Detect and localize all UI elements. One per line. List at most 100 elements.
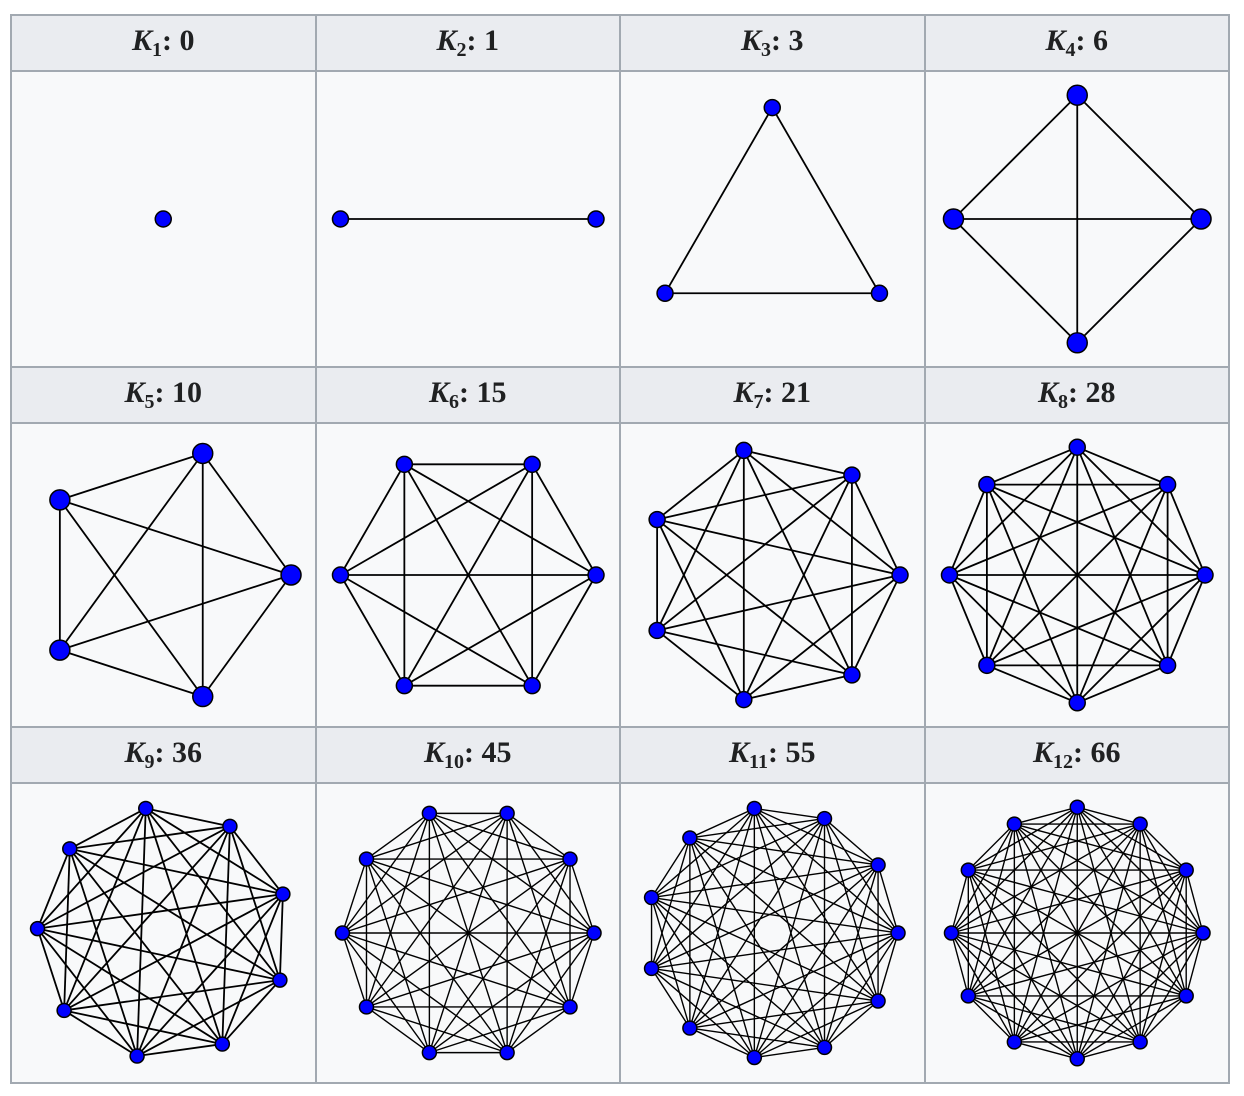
graph-vertex bbox=[1195, 566, 1214, 584]
graph-edge bbox=[985, 484, 1168, 667]
graph-edge bbox=[339, 464, 405, 576]
graph-vertex bbox=[1069, 1051, 1085, 1067]
graph-vertex bbox=[1177, 988, 1194, 1004]
graph-edge bbox=[650, 897, 755, 1059]
graph-k12 bbox=[943, 799, 1211, 1067]
graph-vertex bbox=[1131, 816, 1148, 832]
graph-edge bbox=[948, 483, 1168, 576]
graph-vertex bbox=[1069, 799, 1085, 816]
graph-edge bbox=[1076, 807, 1141, 1043]
graph-edge bbox=[689, 1027, 825, 1049]
graph-edge bbox=[568, 858, 595, 934]
graph-vertex bbox=[648, 621, 666, 640]
graph-edge bbox=[824, 1000, 879, 1049]
graph-vertex bbox=[395, 455, 413, 474]
graph-edge bbox=[656, 629, 853, 676]
graph-edge bbox=[948, 446, 1078, 576]
graph-edge bbox=[656, 574, 901, 632]
graph-edge bbox=[1076, 806, 1140, 825]
graph-edge bbox=[967, 824, 1015, 997]
graph-edge bbox=[950, 932, 1015, 1043]
graph-edge bbox=[753, 818, 826, 1058]
graph-edge bbox=[754, 1046, 825, 1059]
cell-k1 bbox=[10, 70, 317, 368]
graph-edge bbox=[651, 864, 879, 970]
graph-edge bbox=[341, 932, 367, 1008]
graph-vertex bbox=[1066, 332, 1088, 354]
graph-edge bbox=[948, 574, 988, 666]
graph-vertex bbox=[960, 988, 976, 1004]
graph-vertex bbox=[977, 656, 996, 675]
graph-edge bbox=[145, 807, 284, 896]
graph-edge bbox=[1139, 995, 1187, 1043]
graph-edge bbox=[1076, 218, 1202, 344]
graph-edge bbox=[689, 837, 756, 1058]
graph-edge bbox=[37, 927, 281, 982]
graph-vertex bbox=[643, 889, 660, 906]
graph-edge bbox=[505, 813, 571, 1008]
graph-edge bbox=[506, 812, 570, 860]
graph-edge bbox=[136, 893, 284, 1057]
graph-edge bbox=[689, 1000, 879, 1029]
graph-edge bbox=[771, 107, 881, 294]
graph-vertex bbox=[129, 1048, 145, 1064]
graph-edge bbox=[1076, 1041, 1140, 1060]
graph-edge bbox=[753, 808, 899, 934]
graph-vertex bbox=[498, 805, 515, 822]
graph-vertex bbox=[816, 810, 833, 827]
graph-edge bbox=[689, 837, 879, 866]
graph-edge bbox=[651, 967, 825, 1049]
graph-edge bbox=[950, 869, 1186, 934]
header-k4: K4: 6 bbox=[923, 13, 1230, 73]
graph-edge bbox=[1013, 1041, 1077, 1060]
graph-edge bbox=[59, 499, 204, 698]
graph-edge bbox=[743, 574, 901, 701]
graph-vertex bbox=[49, 489, 71, 511]
graph-vertex bbox=[891, 566, 909, 584]
graph-edge bbox=[63, 1009, 223, 1046]
graph-k8 bbox=[940, 438, 1214, 712]
graph-vertex bbox=[1068, 438, 1086, 457]
graph-vertex bbox=[586, 566, 605, 584]
graph-edge bbox=[967, 995, 1015, 1043]
graph-vertex bbox=[586, 210, 605, 228]
graph-vertex bbox=[62, 841, 78, 857]
graph-edge bbox=[656, 474, 853, 521]
header-k5: K5: 10 bbox=[10, 365, 317, 425]
graph-edge bbox=[136, 808, 147, 1057]
graph-edge bbox=[986, 574, 1205, 667]
graph-row bbox=[10, 70, 1230, 368]
graph-vertex bbox=[682, 1020, 698, 1036]
graph-edge bbox=[341, 858, 570, 934]
graph-edge bbox=[651, 897, 899, 934]
graph-vertex bbox=[561, 851, 578, 867]
graph-vertex bbox=[334, 925, 350, 941]
graph-k10 bbox=[334, 805, 602, 1061]
graph-edge bbox=[37, 825, 231, 930]
complete-graphs-table: K1: 0 K2: 1 K3: 3 K4: 6 K5: 10 K6: 15 K7… bbox=[10, 13, 1230, 1084]
graph-vertex bbox=[843, 466, 861, 484]
graph-vertex bbox=[648, 510, 666, 529]
graph-edge bbox=[753, 932, 899, 1059]
graph-vertex bbox=[656, 284, 674, 303]
graph-vertex bbox=[890, 925, 906, 941]
graph-edge bbox=[1076, 446, 1168, 486]
graph-edge bbox=[36, 928, 138, 1057]
graph-edge bbox=[656, 518, 901, 577]
graph-edge bbox=[144, 808, 224, 1045]
graph-vertex bbox=[29, 921, 46, 937]
header-k11: K11: 55 bbox=[619, 725, 926, 785]
graph-edge bbox=[36, 807, 147, 930]
graph-edge bbox=[530, 464, 597, 576]
graph-edge bbox=[986, 446, 1078, 486]
graph-edge bbox=[656, 629, 745, 701]
cell-k12 bbox=[923, 782, 1230, 1084]
graph-edge bbox=[339, 463, 533, 576]
graph-row bbox=[10, 422, 1230, 728]
graph-edge bbox=[63, 808, 147, 1011]
header-k1: K1: 0 bbox=[10, 13, 317, 73]
graph-vertex bbox=[870, 857, 886, 873]
graph-row bbox=[10, 782, 1230, 1084]
graph-edge bbox=[650, 837, 691, 969]
graph-edge bbox=[428, 812, 594, 934]
